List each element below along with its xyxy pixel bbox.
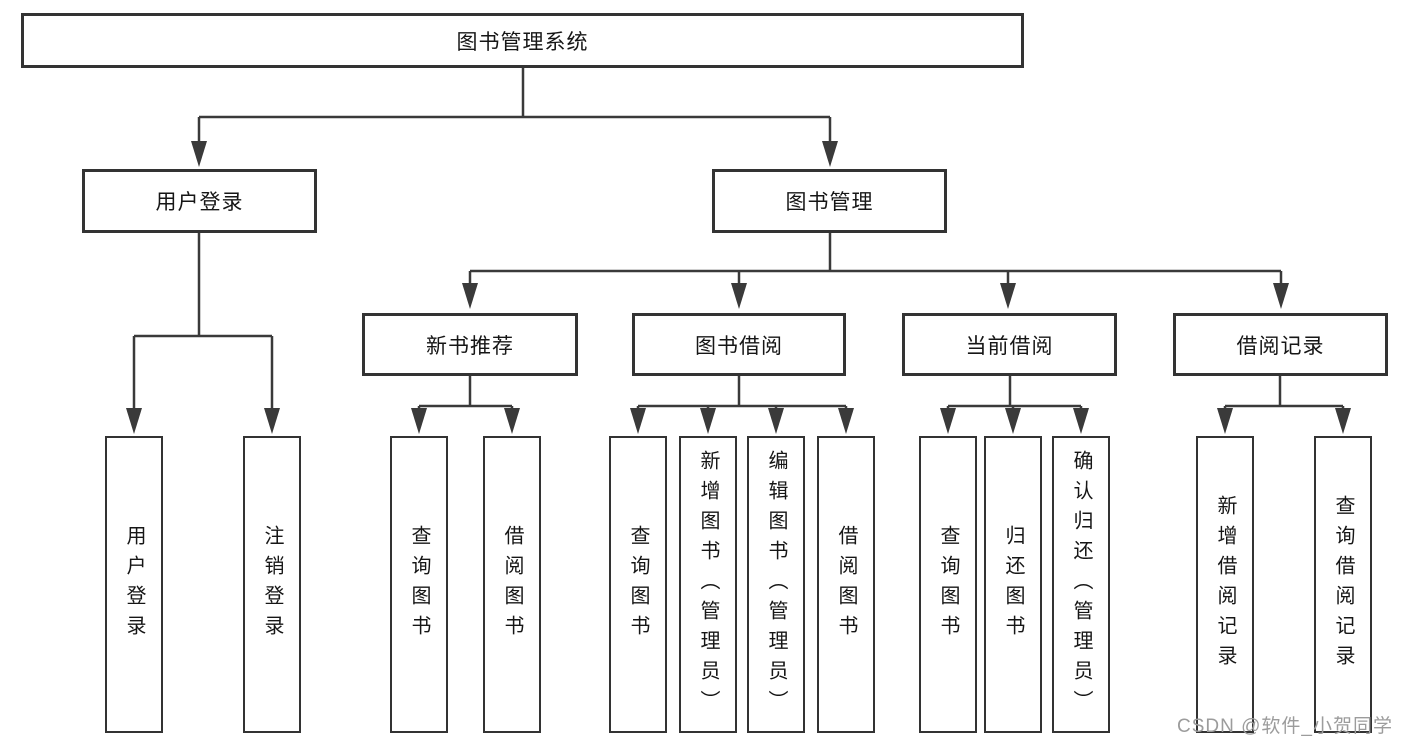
node-current-borrowing: 当前借阅	[902, 313, 1117, 376]
node-leaf-borrow-edit-admin: 编辑图书（管理员）	[747, 436, 805, 733]
node-leaf-current-confirm-admin: 确认归还（管理员）	[1052, 436, 1110, 733]
arrow-down-icon	[940, 408, 956, 434]
watermark: CSDN @软件_小贺同学	[1177, 716, 1393, 737]
arrow-down-icon	[462, 283, 478, 309]
arrowheads	[126, 141, 1351, 434]
node-leaf-records-query: 查询借阅记录	[1314, 436, 1372, 733]
node-leaf-borrow-query-label: 查询图书	[627, 524, 649, 645]
arrow-down-icon	[822, 141, 838, 167]
node-leaf-newbook-borrow: 借阅图书	[483, 436, 541, 733]
arrow-down-icon	[191, 141, 207, 167]
node-leaf-borrow-query: 查询图书	[609, 436, 667, 733]
node-leaf-current-query-label: 查询图书	[937, 524, 959, 645]
node-book-borrowing-label: 图书借阅	[695, 334, 783, 358]
node-leaf-newbook-query-label: 查询图书	[408, 524, 430, 645]
arrow-down-icon	[264, 408, 280, 434]
node-leaf-borrow-add-admin: 新增图书（管理员）	[679, 436, 737, 733]
node-leaf-borrow-borrow-label: 借阅图书	[835, 524, 857, 645]
node-leaf-borrow-borrow: 借阅图书	[817, 436, 875, 733]
node-borrowing-records: 借阅记录	[1173, 313, 1388, 376]
node-leaf-borrow-edit-admin-label: 编辑图书（管理员）	[765, 449, 787, 720]
arrow-down-icon	[768, 408, 784, 434]
node-root-system: 图书管理系统	[21, 13, 1024, 68]
node-leaf-current-return: 归还图书	[984, 436, 1042, 733]
node-user-login-group-label: 用户登录	[155, 191, 244, 214]
arrow-down-icon	[126, 408, 142, 434]
arrow-down-icon	[1000, 283, 1016, 309]
arrow-down-icon	[1273, 283, 1289, 309]
node-borrowing-records-label: 借阅记录	[1236, 334, 1325, 358]
node-new-book-recommend: 新书推荐	[362, 313, 578, 376]
node-leaf-newbook-borrow-label: 借阅图书	[501, 524, 523, 645]
node-book-borrowing: 图书借阅	[632, 313, 846, 376]
node-leaf-borrow-add-admin-label: 新增图书（管理员）	[697, 449, 719, 720]
node-leaf-user-login: 用户登录	[105, 436, 163, 733]
node-book-management-label: 图书管理	[785, 191, 874, 214]
arrow-down-icon	[1073, 408, 1089, 434]
arrow-down-icon	[1335, 408, 1351, 434]
node-current-borrowing-label: 当前借阅	[965, 334, 1054, 358]
node-root-system-label: 图书管理系统	[456, 30, 589, 54]
node-leaf-logout: 注销登录	[243, 436, 301, 733]
node-book-management: 图书管理	[712, 169, 947, 233]
node-leaf-current-query: 查询图书	[919, 436, 977, 733]
node-leaf-records-add-label: 新增借阅记录	[1214, 494, 1236, 675]
node-leaf-user-login-label: 用户登录	[123, 524, 145, 645]
node-new-book-recommend-label: 新书推荐	[426, 334, 514, 358]
node-leaf-newbook-query: 查询图书	[390, 436, 448, 733]
arrow-down-icon	[411, 408, 427, 434]
arrow-down-icon	[838, 408, 854, 434]
node-leaf-logout-label: 注销登录	[261, 524, 283, 645]
node-leaf-current-return-label: 归还图书	[1002, 524, 1024, 645]
node-leaf-current-confirm-admin-label: 确认归还（管理员）	[1070, 449, 1092, 720]
arrow-down-icon	[504, 408, 520, 434]
node-leaf-records-add: 新增借阅记录	[1196, 436, 1254, 733]
arrow-down-icon	[630, 408, 646, 434]
node-user-login-group: 用户登录	[82, 169, 317, 233]
arrow-down-icon	[731, 283, 747, 309]
arrow-down-icon	[1217, 408, 1233, 434]
arrow-down-icon	[1005, 408, 1021, 434]
node-leaf-records-query-label: 查询借阅记录	[1332, 494, 1354, 675]
arrow-down-icon	[700, 408, 716, 434]
